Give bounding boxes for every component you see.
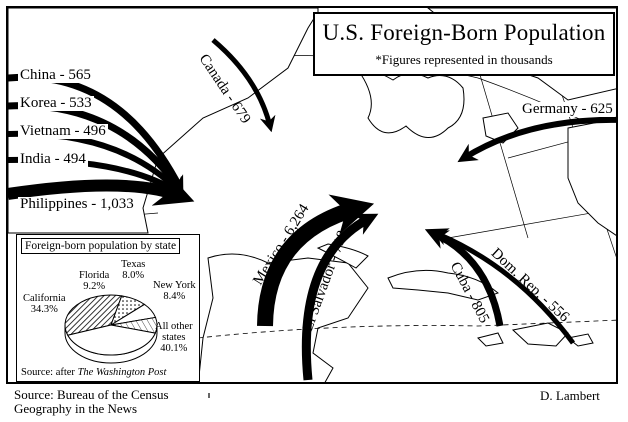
- new-york-pct: 8.4%: [163, 291, 186, 303]
- tropic-line: [197, 319, 616, 339]
- all-other-name-1: All other: [155, 321, 193, 332]
- label-china: China - 565: [18, 67, 93, 83]
- florida-pct: 9.2%: [83, 281, 106, 293]
- map-frame: U.S. Foreign-Born Population *Figures re…: [6, 6, 618, 384]
- arrow-mexico: [257, 194, 375, 327]
- label-india: India - 494: [18, 151, 88, 167]
- all-other-pct: 40.1%: [160, 343, 188, 355]
- stray-mark: [208, 393, 210, 398]
- arrow-el-salvador: [301, 213, 379, 381]
- inset-source: Source: after The Washington Post: [21, 367, 166, 378]
- pie-label-all-other: All other states 40.1%: [155, 321, 193, 354]
- inset-title: Foreign-born population by state: [21, 238, 181, 254]
- footer-source-line-1: Source: Bureau of the Census: [14, 387, 169, 402]
- pie-label-new-york: New York 8.4%: [153, 280, 196, 302]
- label-korea: Korea - 533: [18, 95, 94, 111]
- california-name: California: [23, 293, 66, 304]
- arrow-germany: [457, 116, 616, 163]
- inset-source-publication: The Washington Post: [77, 367, 167, 378]
- arrow-dom-rep: [432, 230, 576, 345]
- all-other-name-2: states: [162, 332, 186, 344]
- pie-label-texas: Texas 8.0%: [121, 259, 145, 281]
- state-inset: Foreign-born population by state Califor…: [16, 234, 200, 382]
- pie-label-california: California 34.3%: [23, 293, 66, 315]
- footer-source-line-2: Geography in the News: [14, 401, 138, 417]
- pie-slice-california: [64, 294, 123, 336]
- map-subtitle: *Figures represented in thousands: [375, 52, 553, 67]
- map-title: U.S. Foreign-Born Population: [322, 20, 606, 45]
- new-york-name: New York: [153, 280, 196, 291]
- pie-slice-all-other-states: [67, 324, 157, 356]
- inset-source-prefix: Source: after: [21, 367, 78, 378]
- pie-label-florida: Florida 9.2%: [79, 270, 109, 292]
- label-philippines: Philippines - 1,033: [18, 196, 136, 212]
- arrow-canada: [211, 38, 276, 133]
- texas-name: Texas: [121, 259, 146, 270]
- footer-credit: D. Lambert: [540, 388, 600, 403]
- footer-source: Source: Bureau of the Census Geography i…: [14, 387, 169, 417]
- texas-pct: 8.0%: [122, 270, 145, 282]
- california-pct: 34.3%: [30, 304, 58, 316]
- arrow-philippines: [8, 169, 195, 206]
- state-pie-chart: [64, 294, 158, 364]
- florida-name: Florida: [79, 270, 110, 281]
- label-vietnam: Vietnam - 496: [18, 123, 108, 139]
- title-box: U.S. Foreign-Born Population *Figures re…: [313, 12, 615, 76]
- label-germany: Germany - 625: [520, 101, 615, 117]
